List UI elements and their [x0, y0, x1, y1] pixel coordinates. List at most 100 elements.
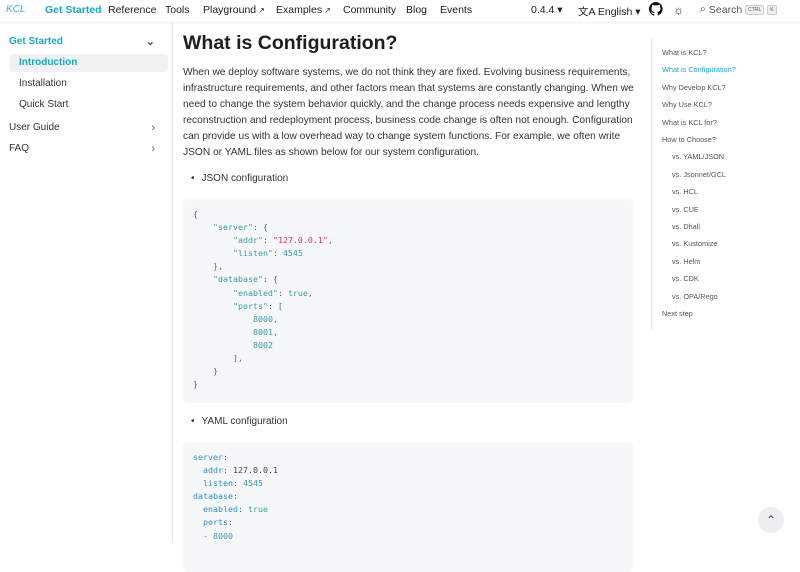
- code-token: "127.0.0.1": [272, 235, 328, 246]
- code-token: listen: [203, 478, 233, 489]
- toc-item[interactable]: What is KCL for?: [662, 117, 717, 127]
- sidebar-item-quick-start[interactable]: Quick Start: [19, 99, 69, 110]
- nav-label: Reference: [108, 4, 157, 16]
- code-token: database: [193, 491, 233, 502]
- code-line: {: [193, 208, 623, 221]
- code-token: [193, 478, 203, 488]
- code-token: 4545: [282, 248, 303, 259]
- nav-label: Tools: [165, 4, 190, 16]
- code-token: 8002: [252, 339, 273, 350]
- code-token: {: [193, 209, 198, 219]
- code-token: [193, 222, 213, 232]
- code-token: 8000: [212, 530, 233, 541]
- toc-item[interactable]: Why Develop KCL?: [662, 82, 726, 92]
- sidebar: Get Started⌄ Introduction Installation Q…: [0, 22, 173, 541]
- sidebar-category-label: FAQ: [9, 143, 30, 154]
- code-token: : [: [267, 300, 283, 311]
- toc-item[interactable]: vs. HCL: [672, 187, 698, 197]
- language-dropdown[interactable]: 文A English ▾: [578, 6, 641, 18]
- code-token: :: [232, 478, 243, 489]
- code-line: database:: [193, 490, 623, 503]
- code-token: :: [222, 465, 233, 476]
- code-line: 8000,: [193, 313, 623, 326]
- code-token: :: [222, 452, 228, 462]
- code-line: },: [193, 260, 623, 273]
- code-line: server:: [193, 451, 623, 464]
- nav-get-started[interactable]: Get Started: [45, 4, 102, 16]
- toc-item[interactable]: Why Use KCL?: [662, 100, 712, 110]
- translate-icon: 文A: [578, 6, 595, 18]
- sidebar-item-installation[interactable]: Installation: [19, 78, 67, 89]
- sidebar-category-user-guide[interactable]: User Guide›: [9, 119, 169, 137]
- search-icon: ⌕: [700, 3, 706, 15]
- external-link-icon: ↗: [324, 6, 331, 15]
- toc-item[interactable]: vs. CUE: [672, 204, 699, 214]
- toc-item[interactable]: vs. Jsonnet/GCL: [672, 169, 726, 179]
- code-token: "database": [212, 274, 263, 285]
- nav-examples[interactable]: Examples↗: [276, 4, 331, 16]
- code-token: enabled: [203, 504, 238, 515]
- sidebar-category-label: User Guide: [9, 122, 60, 133]
- code-token: [193, 301, 233, 311]
- toc-item[interactable]: What is KCL?: [662, 48, 707, 57]
- table-of-contents: What is KCL? What is Configuration? Why De…: [651, 38, 796, 330]
- code-token: 127.0.0.1: [232, 465, 278, 476]
- code-token: server: [193, 452, 223, 462]
- toc-item[interactable]: vs. YAML/JSON: [672, 152, 725, 162]
- toc-item[interactable]: vs. CDK: [672, 274, 699, 284]
- code-token: [193, 327, 253, 337]
- sidebar-category-label: Get Started: [9, 36, 63, 47]
- code-token: ports: [203, 517, 228, 528]
- nav-events[interactable]: Events: [440, 4, 472, 16]
- code-line: }: [193, 365, 623, 378]
- theme-toggle-icon[interactable]: ☼: [673, 3, 684, 17]
- bullet-json: JSON configuration: [191, 173, 289, 184]
- json-code-block: { "server": { "addr": "127.0.0.1", "list…: [183, 199, 633, 403]
- nav-tools[interactable]: Tools: [165, 4, 190, 16]
- nav-reference[interactable]: Reference: [108, 4, 156, 16]
- toc-item[interactable]: vs. OPA/Rego: [672, 291, 718, 301]
- code-token: "ports": [232, 300, 268, 311]
- code-line: "ports": [: [193, 300, 623, 313]
- toc-item[interactable]: What is Configuration?: [662, 65, 736, 75]
- code-token: [193, 314, 253, 324]
- nav-label: Blog: [406, 4, 428, 16]
- kbd-k: K: [767, 4, 777, 15]
- code-token: : {: [262, 274, 278, 285]
- nav-playground[interactable]: Playground↗: [203, 4, 265, 16]
- github-icon[interactable]: [648, 1, 663, 19]
- code-token: :: [237, 504, 248, 515]
- toc-item[interactable]: How to Choose?: [662, 135, 716, 144]
- sidebar-category-faq[interactable]: FAQ›: [9, 140, 169, 158]
- toc-item[interactable]: vs. Dhall: [672, 222, 700, 231]
- code-token: 4545: [242, 478, 263, 489]
- nav-community[interactable]: Community: [343, 4, 396, 16]
- sidebar-item-introduction[interactable]: Introduction: [10, 54, 168, 72]
- code-token: [193, 274, 213, 284]
- code-token: "enabled": [232, 287, 278, 298]
- scroll-to-top-button[interactable]: ⌃: [758, 507, 784, 533]
- version-dropdown[interactable]: 0.4.4 ▾: [531, 4, 563, 16]
- sidebar-category-get-started[interactable]: Get Started⌄: [9, 33, 169, 51]
- code-token: }: [193, 366, 218, 377]
- navbar: KCL Get Started Reference Tools Playground↗…: [0, 0, 800, 22]
- toc-item[interactable]: Next step: [662, 309, 693, 318]
- code-token: ,: [272, 313, 278, 324]
- code-token: "server": [212, 222, 253, 233]
- logo[interactable]: KCL: [6, 4, 26, 15]
- toc-item[interactable]: vs. Kustomize: [672, 239, 718, 249]
- search-label: Search: [708, 3, 743, 16]
- code-token: [193, 235, 233, 245]
- nav-blog[interactable]: Blog: [406, 4, 427, 16]
- code-token: :: [277, 287, 288, 298]
- code-token: }: [193, 379, 198, 390]
- toc-item[interactable]: vs. Helm: [672, 256, 701, 266]
- version-label: 0.4.4: [531, 4, 555, 16]
- code-token: :: [227, 517, 233, 528]
- code-line: ports:: [193, 516, 623, 529]
- code-token: [193, 465, 203, 475]
- nav-label: Get Started: [45, 4, 102, 16]
- code-token: [193, 504, 203, 514]
